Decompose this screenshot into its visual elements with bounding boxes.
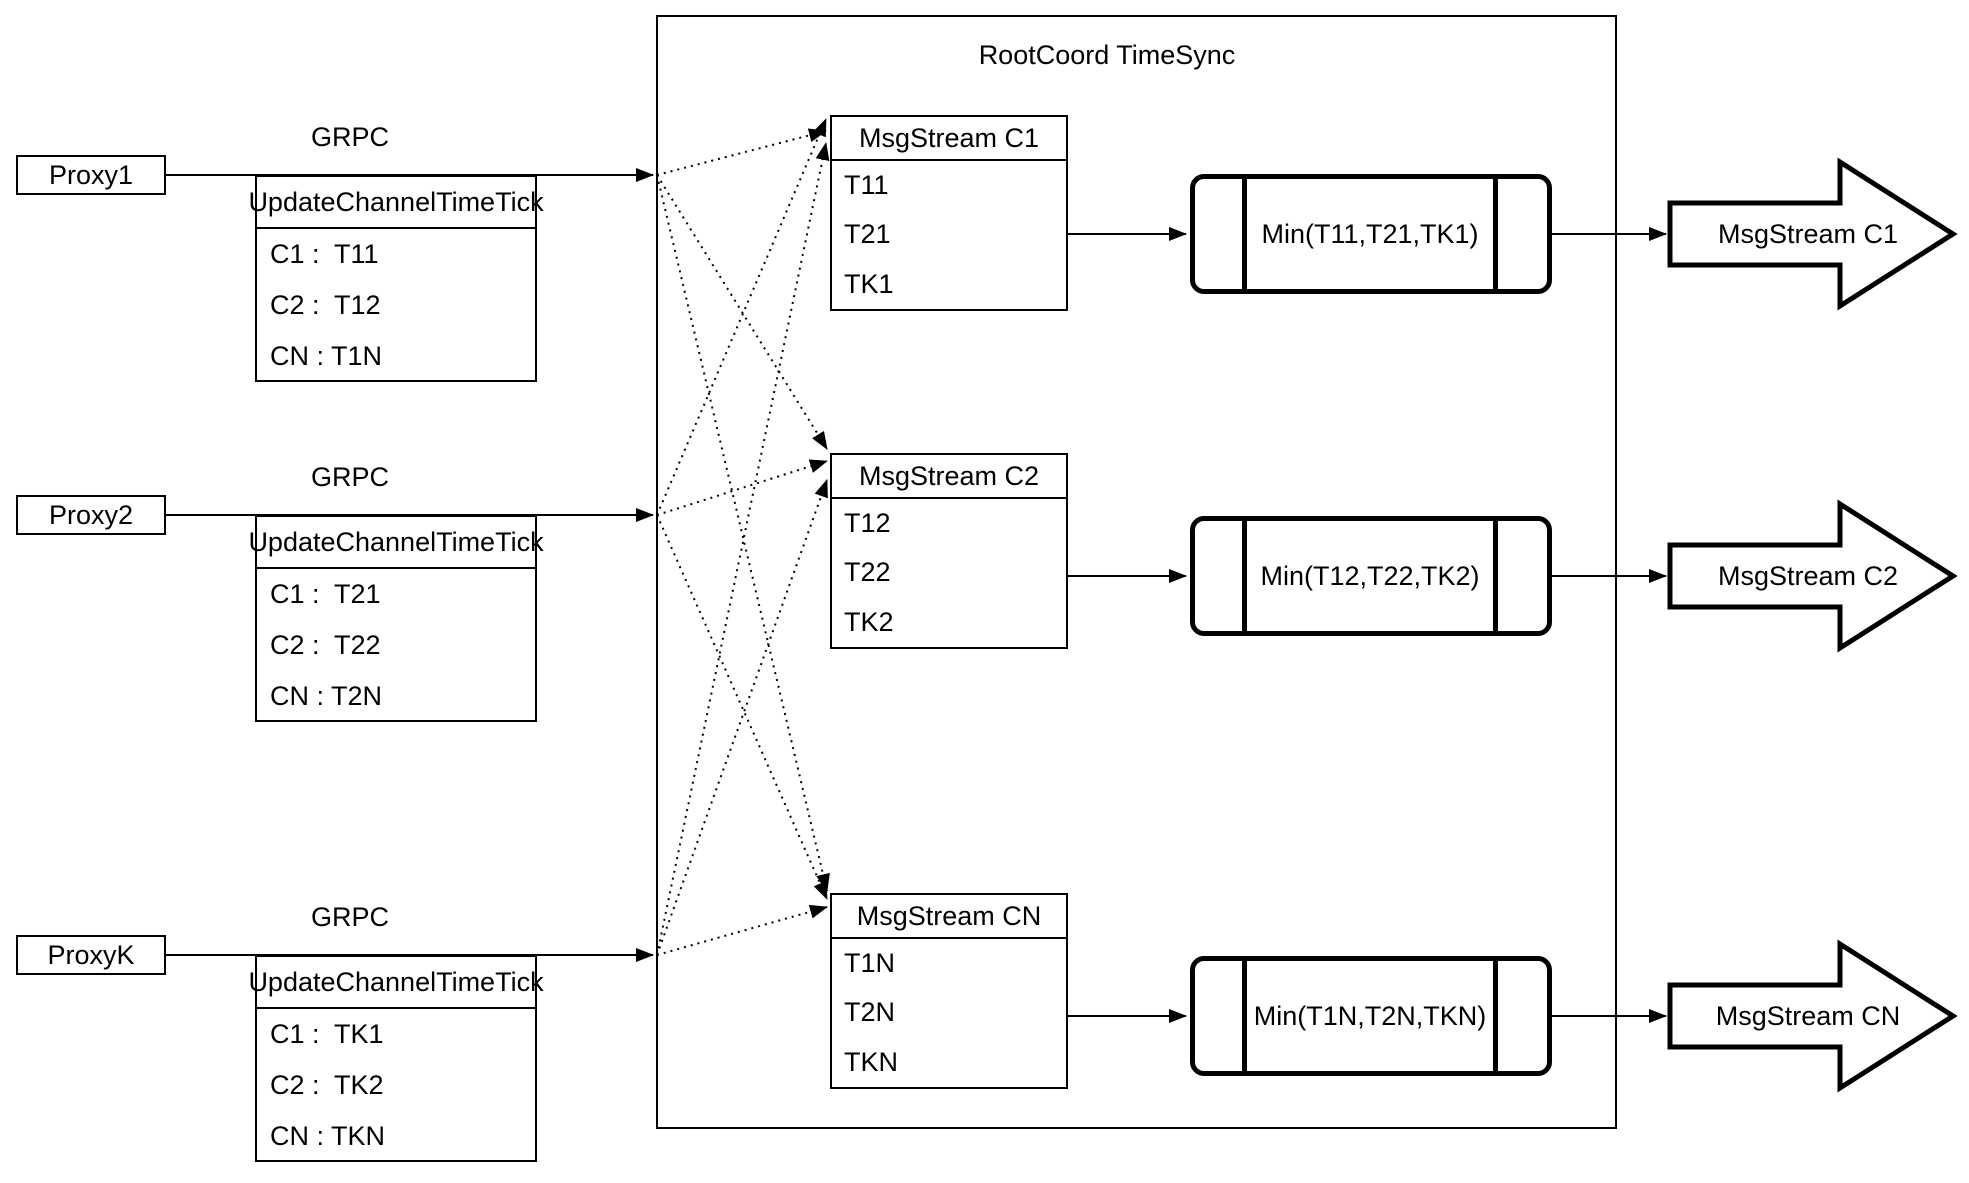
table-row: CN : T2N (270, 681, 383, 711)
rootcoord-container (656, 15, 1617, 1129)
msgstream-header: MsgStream CN (832, 895, 1066, 939)
table-row: C2 : T12 (270, 290, 381, 320)
msgstream-item: T22 (844, 557, 891, 588)
output-arrow-shape (1667, 157, 1958, 311)
msgstream-items: T1N T2N TKN (832, 939, 1066, 1087)
min-to-output-arrows (1552, 227, 1667, 1023)
grpc-label: GRPC (310, 462, 389, 492)
output-arrow-label: MsgStream CN (1715, 1000, 1901, 1031)
table-header: UpdateChannelTimeTick (248, 177, 544, 229)
min-left-divider (1242, 961, 1247, 1071)
output-arrow-shape (1667, 939, 1958, 1093)
msgstream-box: MsgStream CN T1N T2N TKN (830, 893, 1068, 1089)
msgstream-item: T2N (844, 997, 896, 1028)
table-header: UpdateChannelTimeTick (248, 957, 544, 1009)
proxy-box: Proxy2 (16, 495, 166, 535)
table-row: C2 : T22 (270, 630, 381, 660)
msgstream-box: MsgStream C2 T12 T22 TK2 (830, 453, 1068, 649)
min-node: Min(T11,T21,TK1) (1190, 174, 1552, 294)
msgstream-box: MsgStream C1 T11 T21 TK1 (830, 115, 1068, 311)
min-right-divider (1493, 521, 1498, 631)
min-node: Min(T12,T22,TK2) (1190, 516, 1552, 636)
update-channel-table: UpdateChannelTimeTick C1 : T11 C2 : T12 … (248, 175, 544, 382)
fanout-dotted-arrows (656, 118, 830, 956)
table-row: C2 : TK2 (270, 1070, 384, 1100)
proxy-box: Proxy1 (16, 155, 166, 195)
min-node: Min(T1N,T2N,TKN) (1190, 956, 1552, 1076)
msgstream-header: MsgStream C1 (832, 117, 1066, 161)
output-arrow-label: MsgStream C1 (1717, 218, 1899, 249)
min-right-divider (1493, 961, 1498, 1071)
output-arrow-label: MsgStream C2 (1717, 560, 1899, 591)
min-left-divider (1242, 521, 1247, 631)
table-rows: C1 : T11 C2 : T12 CN : T1N (257, 229, 535, 382)
output-block-arrows (1667, 157, 1958, 1093)
msgstream-item: TKN (844, 1046, 898, 1077)
table-row: CN : TKN (270, 1121, 386, 1151)
grpc-label: GRPC (310, 122, 389, 152)
table-header: UpdateChannelTimeTick (248, 517, 544, 569)
msgstream-item: T11 (844, 170, 889, 201)
table-rows: C1 : T21 C2 : T22 CN : T2N (257, 569, 535, 722)
table-row: C1 : TK1 (270, 1019, 384, 1049)
msgstream-item: T21 (844, 219, 891, 250)
table-row: C1 : T11 (270, 239, 379, 269)
grpc-label: GRPC (310, 902, 389, 932)
update-channel-table: UpdateChannelTimeTick C1 : TK1 C2 : TK2 … (248, 955, 544, 1162)
min-label: Min(T1N,T2N,TKN) (1253, 1000, 1487, 1031)
table-row: C1 : T21 (270, 579, 381, 609)
msgstream-item: TK1 (844, 268, 894, 299)
min-right-divider (1493, 179, 1498, 289)
msgstream-items: T11 T21 TK1 (832, 161, 1066, 309)
proxy-box: ProxyK (16, 935, 166, 975)
min-left-divider (1242, 179, 1247, 289)
msgstream-item: T12 (844, 508, 891, 539)
table-rows: C1 : TK1 C2 : TK2 CN : TKN (257, 1009, 535, 1162)
msgstream-item: T1N (844, 948, 896, 979)
msgstream-to-min-arrows (1068, 227, 1187, 1023)
msgstream-header: MsgStream C2 (832, 455, 1066, 499)
msgstream-item: TK2 (844, 606, 894, 637)
msgstream-items: T12 T22 TK2 (832, 499, 1066, 647)
output-arrow-shape (1667, 499, 1958, 653)
min-label: Min(T11,T21,TK1) (1261, 218, 1479, 249)
update-channel-table: UpdateChannelTimeTick C1 : T21 C2 : T22 … (248, 515, 544, 722)
min-label: Min(T12,T22,TK2) (1260, 560, 1480, 591)
rootcoord-title: RootCoord TimeSync (978, 40, 1236, 70)
table-row: CN : T1N (270, 341, 383, 371)
